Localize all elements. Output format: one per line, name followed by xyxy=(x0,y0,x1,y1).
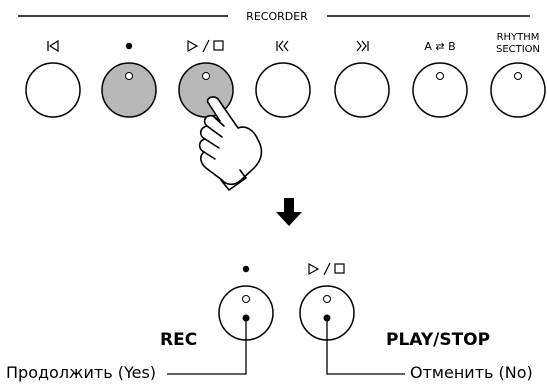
forward-icon xyxy=(356,40,369,52)
rhythm-section-button[interactable] xyxy=(490,62,546,118)
pressing-hand-icon xyxy=(198,96,263,191)
bottom-rec-led xyxy=(242,295,250,303)
rec-leader-line xyxy=(167,318,247,375)
rec-icon xyxy=(125,42,133,50)
rhythm-label-line2: SECTION xyxy=(496,44,540,55)
play-leader-line xyxy=(326,318,405,375)
a-b-led xyxy=(436,72,444,80)
forward-button[interactable] xyxy=(334,62,390,118)
rec-caption: Продолжить (Yes) xyxy=(6,363,157,382)
reset-button[interactable] xyxy=(25,62,81,118)
rewind-button[interactable] xyxy=(255,62,311,118)
section-title: RECORDER xyxy=(246,10,308,23)
rec-led xyxy=(125,72,133,80)
play-stop-led xyxy=(202,72,210,80)
bottom-play-stop-led xyxy=(323,295,331,303)
rec-label: REC xyxy=(160,330,198,350)
bottom-rec-icon xyxy=(242,265,250,273)
rewind-icon xyxy=(276,40,289,52)
a-b-repeat-button[interactable] xyxy=(412,62,468,118)
rhythm-led xyxy=(514,72,522,80)
play-stop-label: PLAY/STOP xyxy=(386,330,491,350)
reset-icon xyxy=(47,39,59,53)
rhythm-label-line1: RHYTHM xyxy=(497,32,540,43)
a-b-label: A ⇄ B xyxy=(424,40,455,53)
play-stop-icon xyxy=(187,39,224,53)
play-stop-caption: Отменить (No) xyxy=(410,363,533,382)
bottom-play-stop-icon xyxy=(308,262,345,276)
down-arrow-icon xyxy=(276,198,302,226)
rec-button[interactable] xyxy=(101,62,157,118)
